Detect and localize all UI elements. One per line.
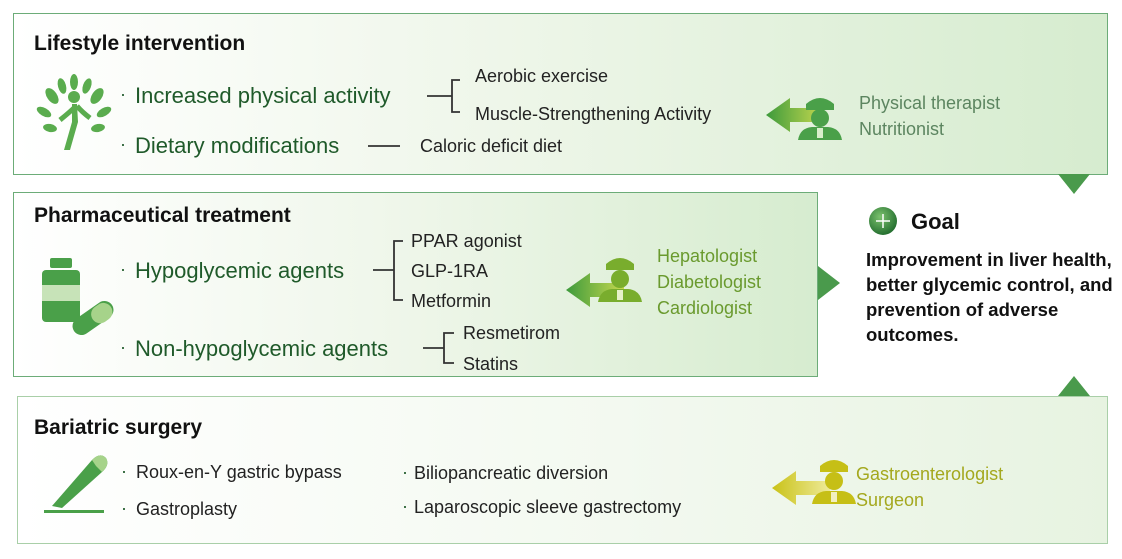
goal-text: Improvement in liver health, better glyc… bbox=[866, 249, 1113, 345]
item-dietary: Dietary modifications bbox=[135, 133, 340, 158]
scalpel-icon bbox=[44, 455, 108, 513]
bullet: · bbox=[402, 496, 408, 516]
pharma-connectors bbox=[373, 240, 454, 364]
bullet: · bbox=[120, 134, 126, 154]
sub-strength: Muscle-Strengthening Activity bbox=[475, 104, 712, 124]
pointer-pharma bbox=[818, 266, 840, 300]
doctor-icon-pharma bbox=[598, 258, 642, 302]
role-surgeon: Surgeon bbox=[856, 490, 925, 510]
sub-metformin: Metformin bbox=[411, 291, 492, 311]
sub-glp1ra: GLP-1RA bbox=[411, 261, 489, 281]
sub-ppar: PPAR agonist bbox=[411, 231, 522, 251]
item-physical-activity: Increased physical activity bbox=[135, 83, 391, 108]
pharma-panel bbox=[13, 192, 818, 377]
sub-resmetirom: Resmetirom bbox=[463, 323, 561, 343]
procedure-gastroplasty: Gastroplasty bbox=[136, 499, 238, 519]
procedure-sleeve: Laparoscopic sleeve gastrectomy bbox=[414, 497, 682, 517]
role-gastroenterologist: Gastroenterologist bbox=[856, 464, 1004, 484]
bullet: · bbox=[402, 462, 408, 482]
role-cardiologist: Cardiologist bbox=[657, 298, 753, 318]
role-hepatologist: Hepatologist bbox=[657, 246, 758, 266]
arrow-pharma bbox=[566, 273, 624, 307]
lifestyle-title: Lifestyle intervention bbox=[34, 32, 246, 55]
role-nutritionist: Nutritionist bbox=[859, 119, 945, 139]
role-physical-therapist: Physical therapist bbox=[859, 93, 1001, 113]
doctor-icon-lifestyle bbox=[798, 98, 842, 140]
doctor-icon-surgery bbox=[812, 460, 856, 504]
lifestyle-roles: Physical therapist Nutritionist bbox=[859, 90, 1000, 142]
sub-aerobic: Aerobic exercise bbox=[475, 66, 609, 86]
bullet: · bbox=[120, 84, 126, 104]
medicine-bottle-icon bbox=[42, 258, 114, 336]
bullet: · bbox=[120, 337, 126, 357]
tree-person-icon bbox=[36, 74, 112, 150]
role-diabetologist: Diabetologist bbox=[657, 272, 762, 292]
surgery-roles: Gastroenterologist Surgeon bbox=[856, 461, 1003, 513]
bullet: · bbox=[121, 498, 127, 518]
arrow-lifestyle bbox=[766, 98, 824, 132]
goal-icon bbox=[869, 207, 897, 235]
pharma-title: Pharmaceutical treatment bbox=[34, 204, 291, 227]
arrow-surgery bbox=[772, 471, 830, 505]
sub-statins: Statins bbox=[463, 354, 519, 374]
surgery-title: Bariatric surgery bbox=[34, 416, 203, 439]
pharma-roles: Hepatologist Diabetologist Cardiologist bbox=[657, 243, 761, 321]
bullet: · bbox=[120, 259, 126, 279]
pointer-surgery bbox=[1058, 376, 1090, 396]
item-non-hypoglycemic: Non-hypoglycemic agents bbox=[135, 336, 389, 361]
procedure-roux-en-y: Roux-en-Y gastric bypass bbox=[136, 462, 342, 482]
goal-title: Goal bbox=[911, 209, 960, 234]
sub-caloric: Caloric deficit diet bbox=[420, 136, 563, 156]
item-hypoglycemic: Hypoglycemic agents bbox=[135, 258, 345, 283]
lifestyle-connectors bbox=[368, 79, 460, 147]
surgery-panel bbox=[17, 396, 1108, 544]
pointer-lifestyle bbox=[1058, 174, 1090, 194]
lifestyle-panel bbox=[13, 13, 1108, 175]
procedure-biliopancreatic: Biliopancreatic diversion bbox=[414, 463, 609, 483]
bullet: · bbox=[121, 461, 127, 481]
